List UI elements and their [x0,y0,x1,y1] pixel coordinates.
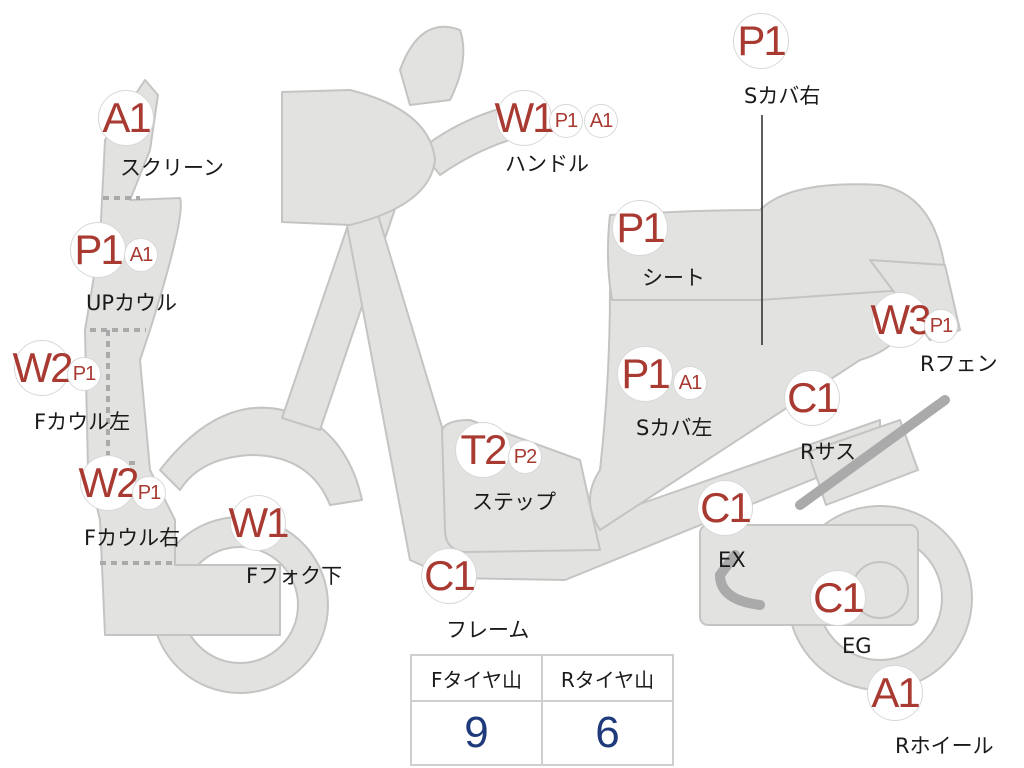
code-badge: A1 [124,238,158,272]
code-badge: P1 [733,13,789,69]
code-badge: A1 [867,665,923,721]
part-label: シート [642,266,705,290]
part-label: Rサス [800,440,857,464]
part-label: Fカウル右 [84,526,181,550]
code-badge: W3 [871,292,932,348]
code-badge: C1 [810,570,866,626]
part-label: UPカウル [86,291,178,315]
code-badge: W1 [495,90,556,146]
part-label: フレーム [446,618,530,642]
tire-tread-table: Fタイヤ山 Rタイヤ山 9 6 [410,654,674,766]
part-label: Fカウル左 [34,410,131,434]
code-badge: P1 [612,200,668,256]
part-label: Sカバ左 [636,416,713,440]
part-label: EX [718,548,746,572]
front-fender-shape [159,406,363,506]
code-badge: P1 [67,357,101,391]
seat-shape [606,183,946,301]
code-badge: A1 [98,90,154,146]
part-label: スクリーン [120,156,224,180]
code-badge: P1 [549,104,583,138]
rear-tire-value: 6 [541,700,674,766]
code-badge: C1 [697,480,753,536]
part-label: Rホイール [895,734,994,758]
code-badge: P1 [617,346,673,402]
code-badge: A1 [584,104,618,138]
part-label: ステップ [472,490,556,514]
part-label: Rフェン [920,352,998,376]
code-badge: W2 [79,455,140,511]
front-tire-header: Fタイヤ山 [410,654,543,702]
part-label: ハンドル [505,152,589,176]
part-label: Fフォク下 [246,564,343,588]
code-badge: C1 [784,370,840,426]
headlight-shape [281,89,436,226]
code-badge: P1 [924,309,958,343]
code-badge: W1 [229,495,290,551]
code-badge: P1 [132,476,166,510]
front-tire-value: 9 [410,700,543,766]
code-badge: P1 [70,222,126,278]
part-label: Sカバ右 [744,84,821,108]
code-badge: C1 [421,548,477,604]
mirror-shape [399,25,465,106]
rear-tire-header: Rタイヤ山 [541,654,674,702]
code-badge: T2 [455,422,511,478]
code-badge: W2 [13,340,74,396]
code-badge: A1 [673,366,707,400]
code-badge: P2 [508,440,542,474]
part-label: EG [842,634,872,658]
